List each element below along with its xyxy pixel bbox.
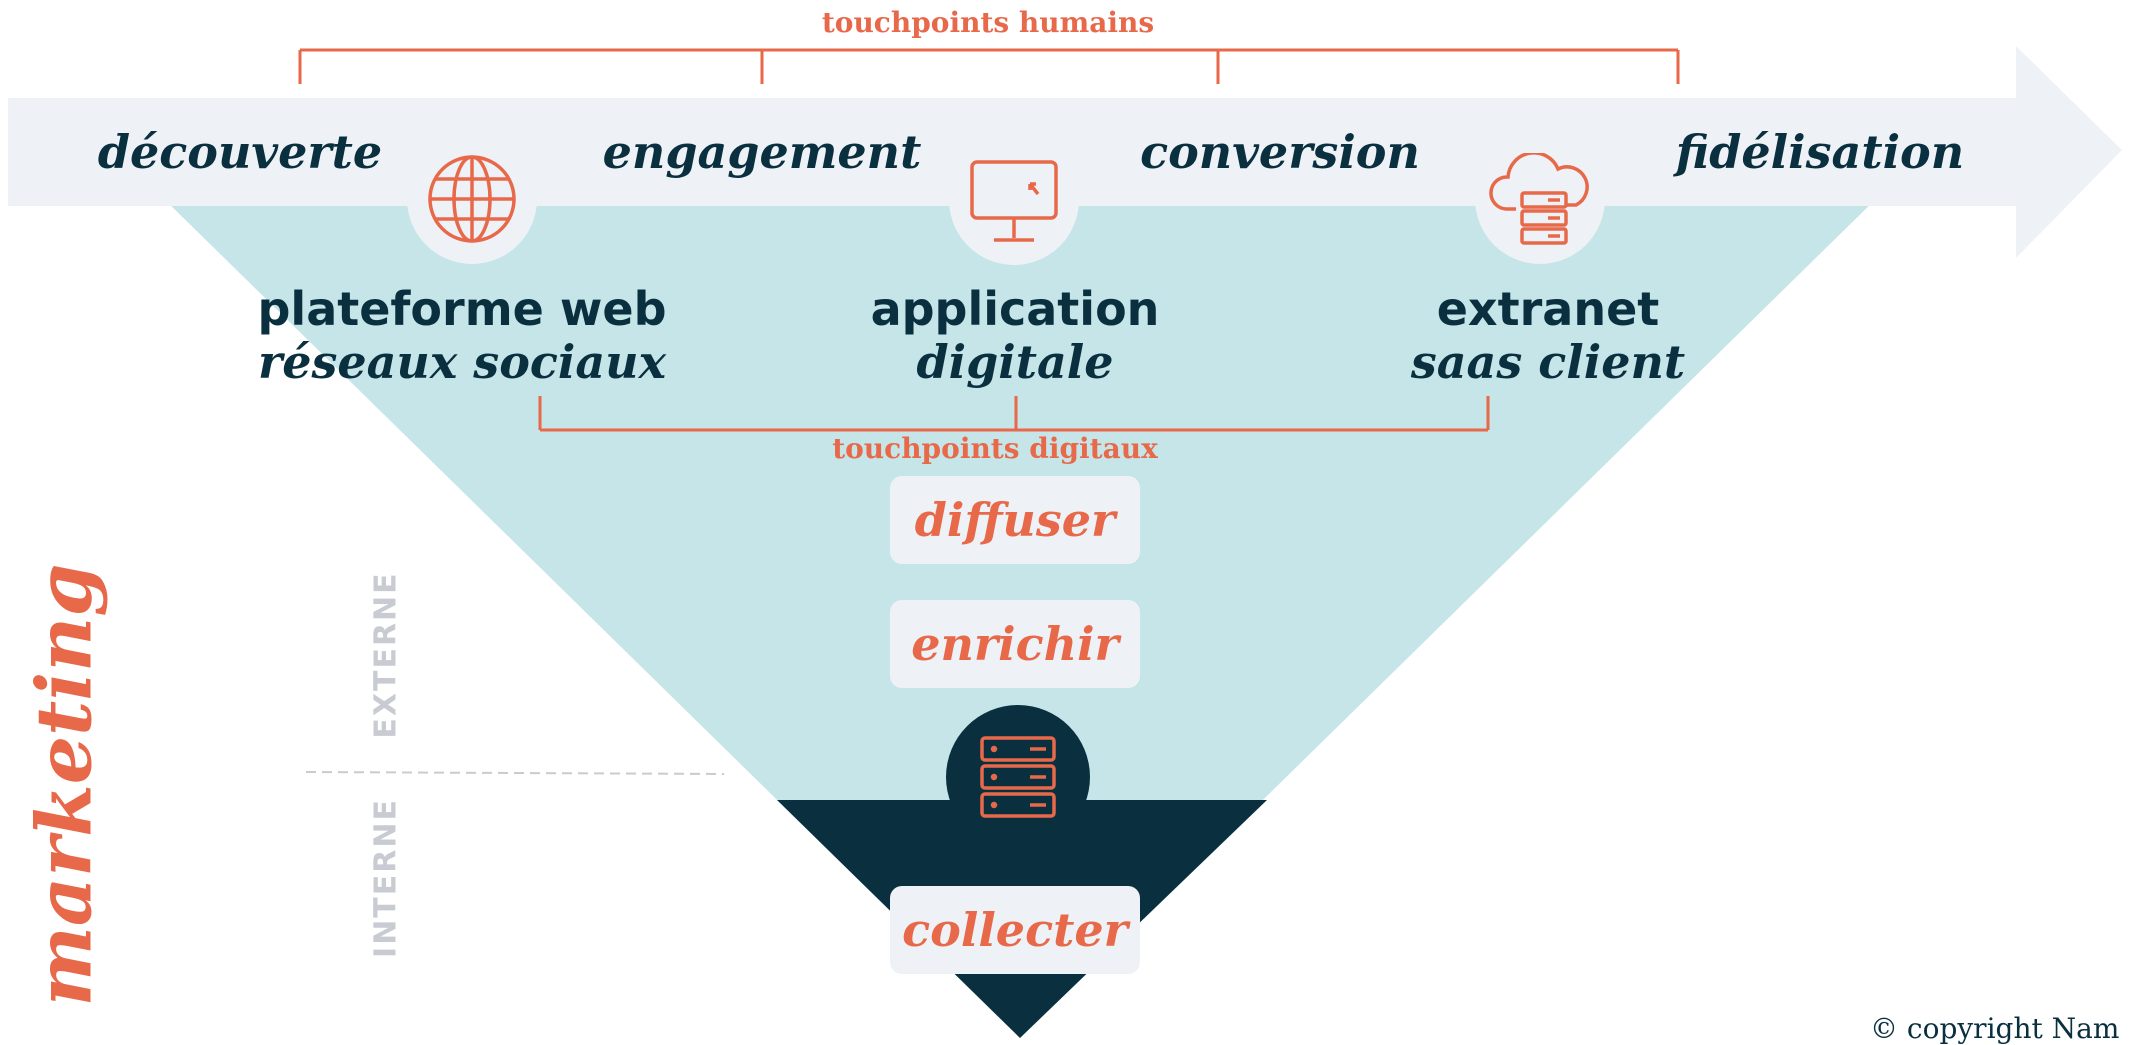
- zone-divider: [305, 771, 725, 775]
- action-diffuser: diffuser: [890, 476, 1140, 564]
- monitor-icon-circle: [949, 135, 1079, 265]
- digital-touchpoints-label: touchpoints digitaux: [832, 432, 1158, 465]
- digital-subtitle-digitale: digitale: [916, 335, 1114, 389]
- action-diffuser-label: diffuser: [914, 493, 1116, 547]
- action-enrichir: enrichir: [890, 600, 1140, 688]
- stage-decouverte: découverte: [97, 125, 383, 179]
- cloud-server-icon-circle: [1475, 134, 1605, 264]
- globe-icon: [428, 155, 516, 243]
- stage-conversion: conversion: [1140, 125, 1420, 179]
- digital-title-extranet: extranet: [1436, 282, 1660, 336]
- cloud-server-icon: [1489, 153, 1589, 245]
- page-title-marketing: marketing: [19, 563, 109, 1007]
- zone-interne-label: INTERNE: [368, 798, 404, 958]
- digital-title-plateforme: plateforme web: [257, 282, 667, 336]
- database-icon: [980, 736, 1056, 818]
- human-touchpoints-label: touchpoints humains: [821, 6, 1155, 39]
- digital-touchpoints-bracket: [538, 396, 1490, 432]
- globe-icon-circle: [407, 134, 537, 264]
- action-collecter-label: collecter: [902, 903, 1128, 957]
- action-enrichir-label: enrichir: [911, 617, 1119, 671]
- monitor-icon: [970, 160, 1058, 242]
- database-circle: [946, 705, 1090, 849]
- digital-subtitle-saas: saas client: [1410, 335, 1686, 389]
- zone-externe-label: EXTERNE: [368, 571, 404, 739]
- stage-engagement: engagement: [602, 125, 922, 179]
- action-collecter: collecter: [890, 886, 1140, 974]
- stage-fidelisation: fidélisation: [1675, 125, 1965, 179]
- digital-subtitle-reseaux: réseaux sociaux: [257, 335, 667, 389]
- digital-title-application: application: [870, 282, 1160, 336]
- copyright-text: © copyright Nam: [1870, 1012, 2120, 1045]
- human-touchpoints-bracket: [298, 48, 1680, 84]
